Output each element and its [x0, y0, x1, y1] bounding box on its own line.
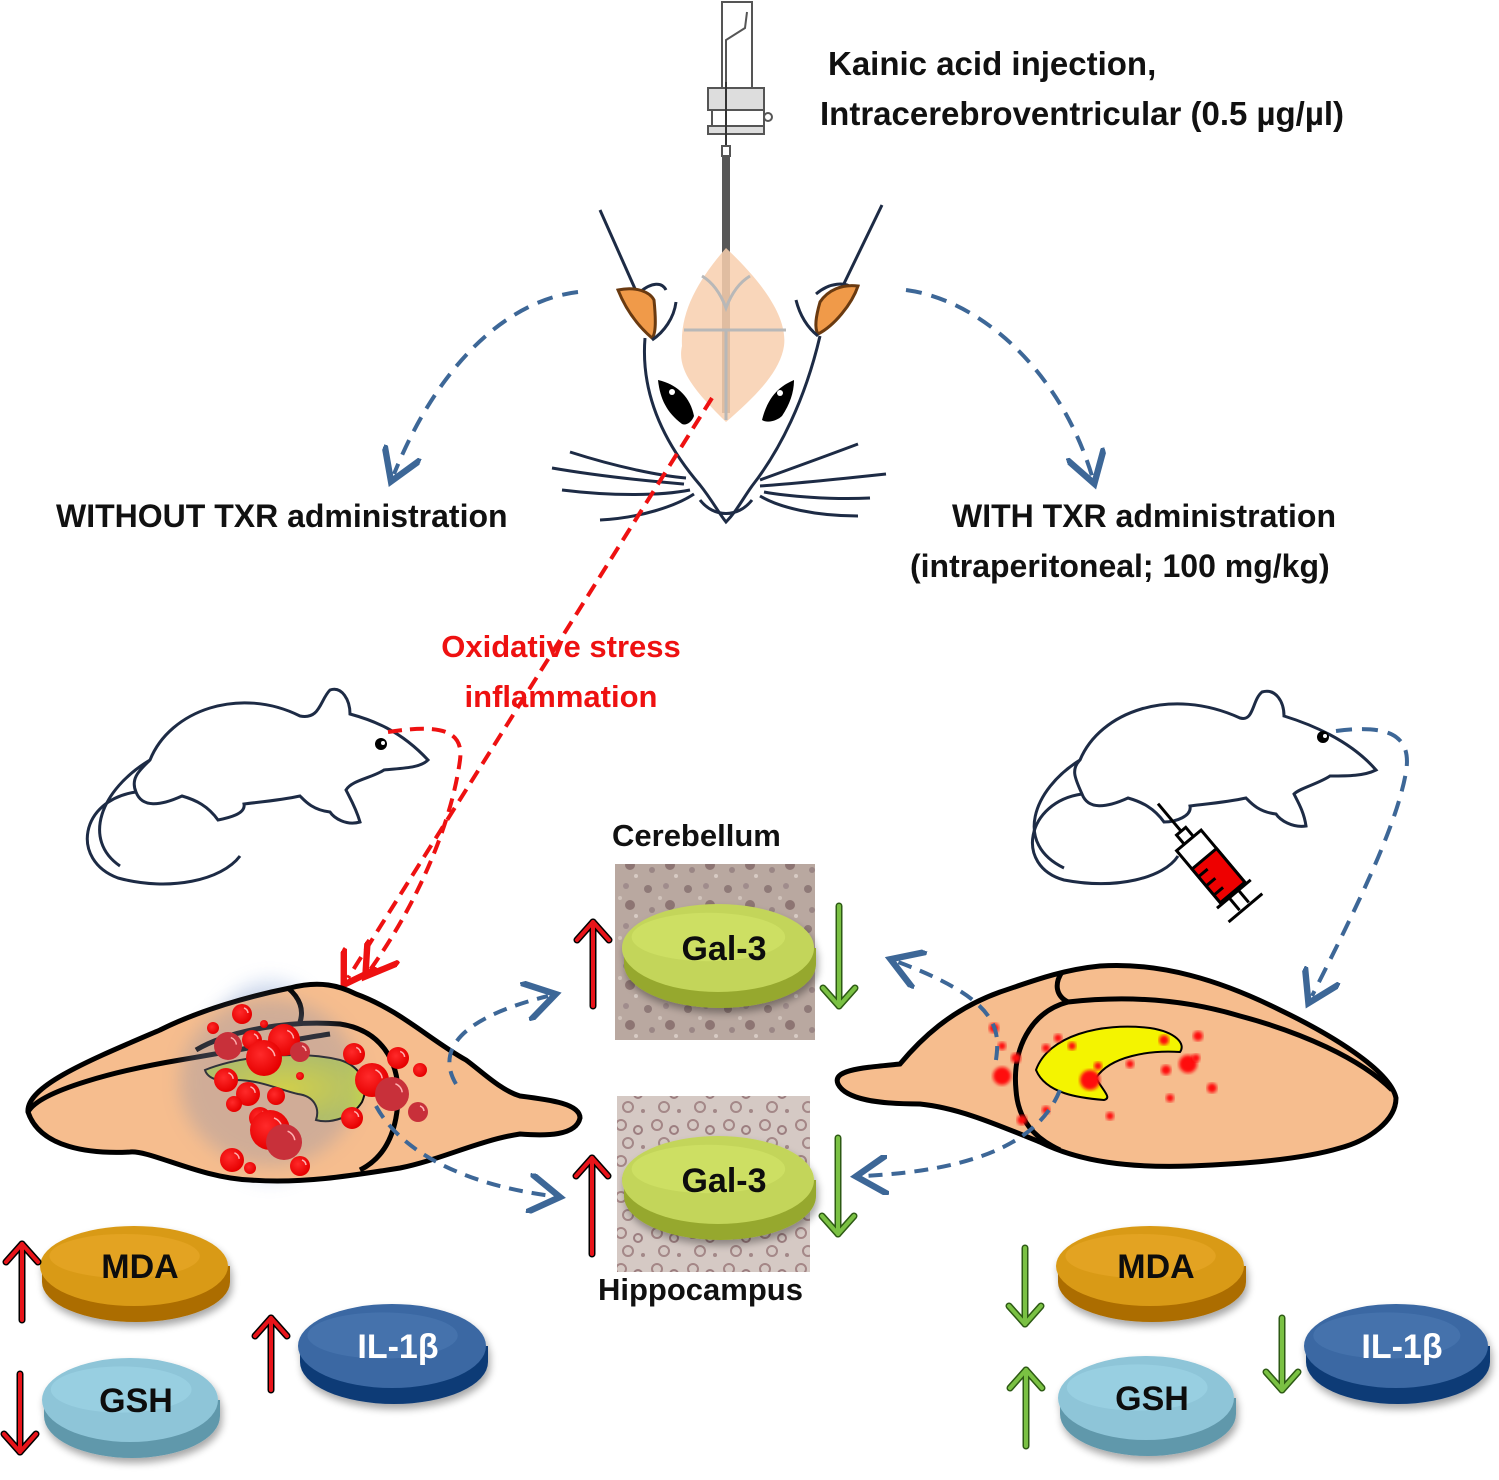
damage-spot: [290, 1156, 310, 1176]
damage-spot: [1159, 1035, 1169, 1045]
without-txr-label: WITHOUT TXR administration: [56, 498, 508, 534]
right-gsh-pill: GSH: [1058, 1356, 1236, 1456]
rat-eye-right: [762, 380, 794, 422]
left-gsh-pill-label: GSH: [99, 1382, 173, 1420]
with-txr-label: WITH TXR administration: [952, 498, 1336, 534]
damage-spot: [232, 1004, 252, 1024]
damage-spot: [1166, 1094, 1174, 1102]
rat-ear-right: [814, 284, 861, 336]
left-il1-up-arrow-icon: [251, 1314, 291, 1394]
right-mda-pill: MDA: [1056, 1226, 1246, 1322]
rat-eye: [375, 738, 387, 750]
damage-spot: [413, 1063, 427, 1077]
damage-spot: [1042, 1044, 1050, 1052]
damage-spot: [1193, 1031, 1203, 1041]
gal3-hippocampus-pill-label: Gal-3: [681, 1162, 766, 1200]
flow-arrow-left-to-cerebellum: [447, 996, 548, 1086]
mechanism-line2: inflammation: [464, 679, 658, 714]
rat-ear-left: [615, 287, 657, 341]
hippocampus-increase-arrow-icon: [572, 1154, 612, 1258]
damage-spot: [214, 1032, 242, 1060]
damage-spot: [246, 1040, 282, 1076]
damage-spot: [343, 1043, 365, 1065]
damage-spot: [1106, 1112, 1114, 1120]
damage-spot: [236, 1082, 260, 1106]
stereotaxic-injector-icon: [707, 1, 773, 157]
damage-spot: [387, 1047, 409, 1069]
syringe-icon: [1156, 802, 1264, 924]
rat-eye-left: [658, 380, 694, 425]
damage-spot: [1126, 1060, 1134, 1068]
rat-to-brain-arrow-right: [1312, 727, 1409, 996]
damage-spot: [993, 1067, 1011, 1085]
injection-title-line1: Kainic acid injection,: [828, 45, 1157, 82]
right-mda-pill-label: MDA: [1117, 1248, 1194, 1286]
damage-spot: [296, 1072, 304, 1080]
cerebellum-increase-arrow-icon: [573, 918, 613, 1010]
damage-spot: [1011, 1053, 1021, 1063]
damage-spot: [220, 1148, 244, 1172]
damage-spot: [1161, 1065, 1171, 1075]
damage-spot: [290, 1042, 310, 1062]
left-il1-pill: IL-1β: [298, 1304, 488, 1404]
damage-spot: [214, 1068, 238, 1092]
mechanism-line1: Oxidative stress: [441, 629, 681, 664]
damage-spot: [266, 1124, 302, 1160]
left-mda-pill: MDA: [40, 1226, 230, 1322]
rat-head-illustration: [551, 204, 887, 525]
flow-arrow-to-without: [394, 290, 579, 474]
right-gsh-pill-label: GSH: [1115, 1380, 1189, 1418]
hippocampus-decrease-arrow-icon: [818, 1134, 858, 1238]
injection-title-line2: Intracerebroventricular (0.5 µg/µl): [820, 95, 1345, 132]
gal3-cerebellum-pill: Gal-3: [622, 904, 816, 1008]
right-il1-down-arrow-icon: [1262, 1314, 1302, 1394]
damage-spot: [1192, 1054, 1200, 1062]
right-gsh-up-arrow-icon: [1006, 1366, 1046, 1450]
damage-spot: [260, 1020, 268, 1028]
whiskers-icon: [551, 442, 887, 522]
right-il1-pill-label: IL-1β: [1361, 1328, 1442, 1366]
gal3-hippocampus-pill: Gal-3: [622, 1136, 816, 1240]
left-gsh-pill: GSH: [42, 1358, 220, 1458]
oxidative-stress-label: Oxidative stress inflammation: [418, 622, 704, 722]
hippocampus-label: Hippocampus: [598, 1272, 803, 1307]
cerebellum-decrease-arrow-icon: [819, 902, 859, 1010]
left-il1-pill-label: IL-1β: [357, 1328, 438, 1366]
damage-spot: [341, 1107, 363, 1129]
damage-spot: [998, 1042, 1006, 1050]
flow-arrow-right-to-cerebellum: [898, 962, 1000, 1061]
rat-with-txr-illustration: [1030, 689, 1379, 886]
flow-arrow-to-with: [905, 288, 1092, 476]
flow-arrow-right-to-hippocampus: [864, 1089, 1062, 1176]
damage-spot: [1080, 1070, 1100, 1090]
with-txr-dose-label: (intraperitoneal; 100 mg/kg): [910, 548, 1330, 584]
right-mda-down-arrow-icon: [1005, 1244, 1045, 1328]
gal3-cerebellum-pill-label: Gal-3: [681, 930, 766, 968]
oxidative-stress-arrow: [348, 396, 714, 978]
damage-spot: [244, 1162, 256, 1174]
damage-spot: [267, 1087, 285, 1105]
left-gsh-down-arrow-icon: [0, 1370, 40, 1456]
left-mda-up-arrow-icon: [2, 1240, 42, 1324]
damage-spot: [1094, 1062, 1102, 1070]
right-il1-pill: IL-1β: [1304, 1304, 1490, 1404]
rat-without-txr-illustration: [85, 687, 431, 886]
damage-spot: [207, 1022, 219, 1034]
flow-arrow-left-to-hippocampus: [374, 1105, 552, 1196]
skull-brain-area: [681, 248, 785, 422]
damage-spot: [375, 1077, 409, 1111]
rat-to-brain-arrow-left: [370, 726, 463, 970]
damage-spot: [408, 1102, 428, 1122]
damage-spot: [1017, 1115, 1027, 1125]
damage-spot: [1068, 1042, 1076, 1050]
damage-spot: [1207, 1083, 1217, 1093]
cerebellum-label: Cerebellum: [612, 818, 781, 853]
damage-spot: [226, 1096, 242, 1112]
brain-without-txr: [25, 980, 583, 1184]
left-mda-pill-label: MDA: [101, 1248, 178, 1286]
brain-with-txr: [834, 962, 1399, 1169]
damage-spot: [1054, 1034, 1062, 1042]
